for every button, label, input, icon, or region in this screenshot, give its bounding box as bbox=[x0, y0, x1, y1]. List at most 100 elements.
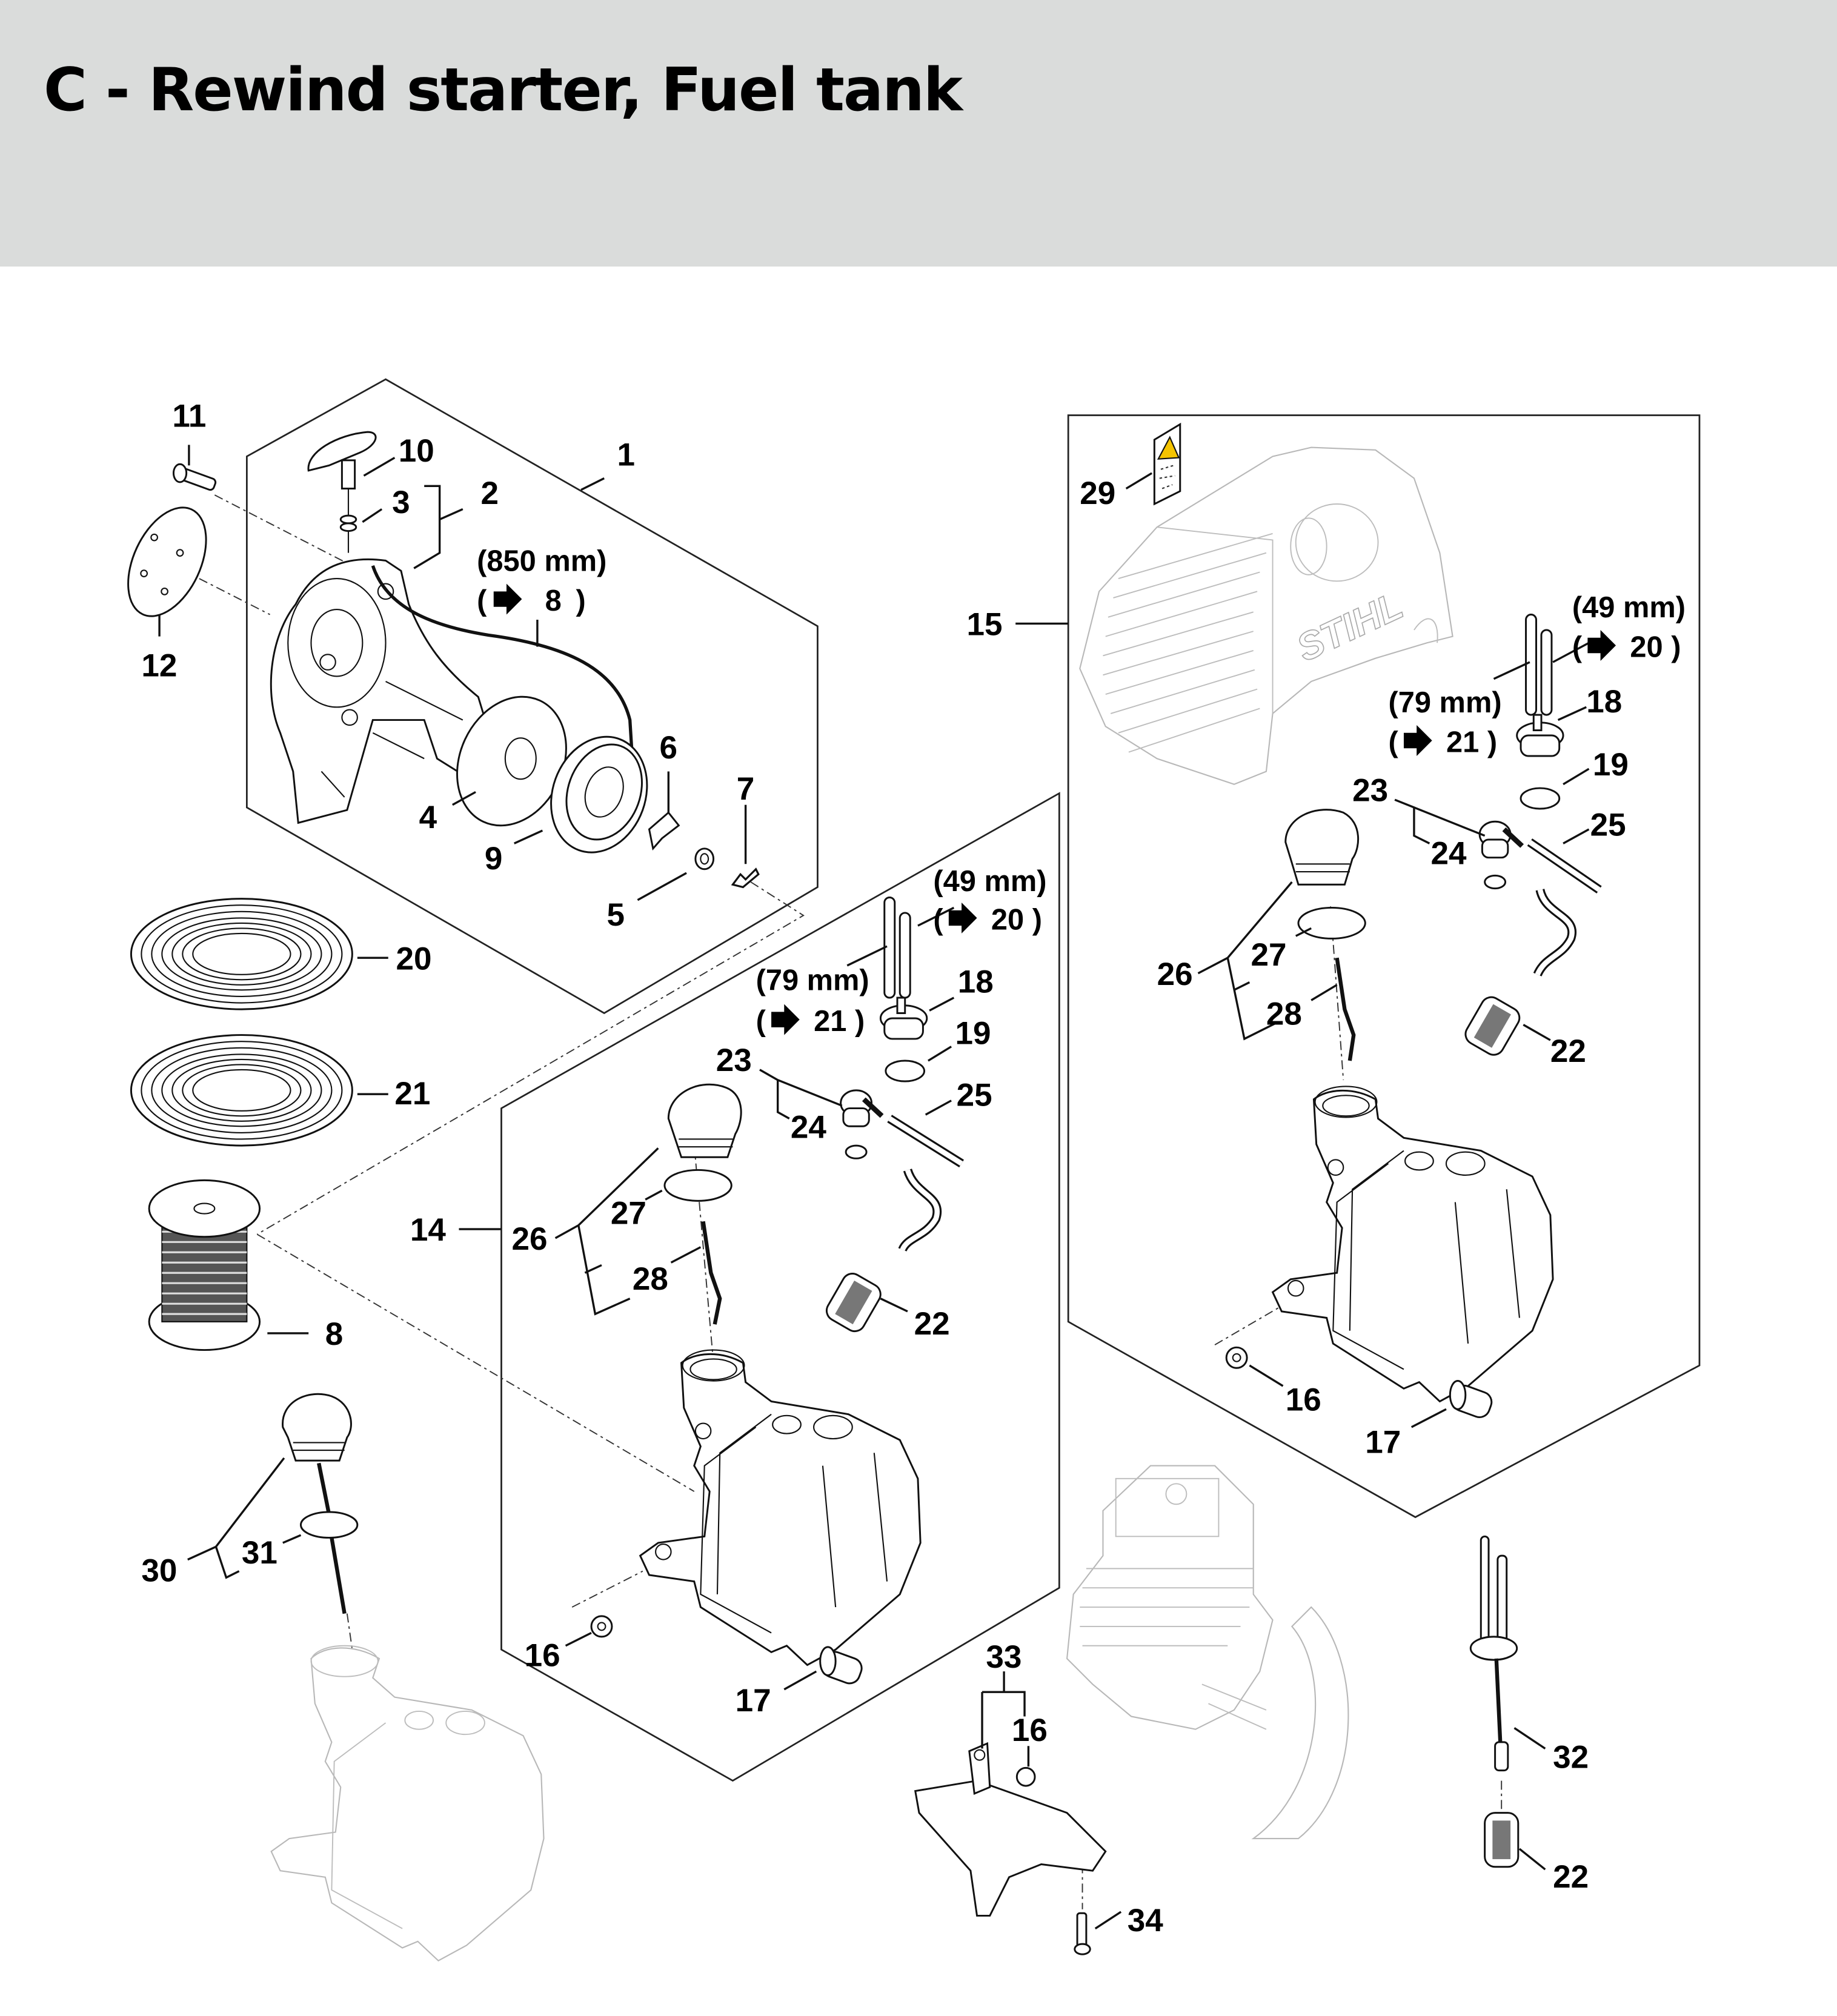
note-hose-short-ref-tank15: ( 20 ) bbox=[1572, 630, 1681, 664]
note-hose-short-ref-number-tank15: 20 bbox=[1630, 631, 1663, 664]
svg-text:): ) bbox=[1032, 904, 1042, 937]
dip-tube-28-tank15 bbox=[1335, 957, 1356, 1061]
callout-33: 33 bbox=[986, 1639, 1021, 1675]
callout-2: 2 bbox=[481, 476, 499, 511]
note-hose-short-length-tank14: (49 mm) bbox=[933, 865, 1046, 898]
callout-24-tank15: 24 bbox=[1431, 835, 1467, 871]
o-ring-19-tank15 bbox=[1520, 787, 1561, 810]
screw-34 bbox=[1074, 1912, 1091, 1955]
plug-17-tank15 bbox=[1449, 1380, 1493, 1419]
callout-14: 14 bbox=[410, 1212, 446, 1248]
callout-25-tank14: 25 bbox=[957, 1077, 992, 1113]
svg-text:(: ( bbox=[477, 585, 487, 617]
callout-16-tank15: 16 bbox=[1286, 1382, 1321, 1418]
svg-text:): ) bbox=[1671, 631, 1681, 664]
note-hose-long-ref-number-tank14: 21 bbox=[814, 1005, 846, 1038]
o-ring-19-tank14 bbox=[885, 1059, 926, 1083]
callout-18-tank15: 18 bbox=[1586, 684, 1622, 720]
rope-rotor-9 bbox=[550, 735, 648, 854]
callout-25-tank15: 25 bbox=[1590, 807, 1626, 843]
hoses-tank15 bbox=[1525, 614, 1553, 716]
arrow-right-icon bbox=[493, 583, 522, 615]
washer-5 bbox=[694, 847, 715, 870]
tank-vent-23-tank14 bbox=[840, 1089, 884, 1127]
callout-21: 21 bbox=[394, 1076, 430, 1112]
hose-25-tank15 bbox=[1527, 838, 1602, 894]
callout-22-lower: 22 bbox=[1553, 1859, 1589, 1895]
note-hose-long-length-tank15: (79 mm) bbox=[1389, 686, 1502, 719]
dash-nut-16-tank15 bbox=[1214, 1303, 1286, 1345]
callout-16-bracket: 16 bbox=[1012, 1713, 1048, 1748]
callout-27-tank14: 27 bbox=[611, 1196, 646, 1232]
fuel-tank-15 bbox=[1271, 1086, 1554, 1403]
callout-6: 6 bbox=[659, 730, 677, 766]
o-ring-24-tank14 bbox=[845, 1144, 868, 1159]
note-hose-short-ref-number-tank14: 20 bbox=[991, 904, 1024, 937]
dip-tube-lower bbox=[330, 1537, 347, 1614]
header-band: C - Rewind starter, Fuel tank bbox=[0, 0, 1837, 267]
callouts-lower-group: 30 31 33 16 34 32 22 bbox=[141, 1535, 1589, 1938]
callout-17-tank14: 17 bbox=[736, 1683, 771, 1719]
dash-disc-to-housing bbox=[199, 578, 271, 615]
leader-lines bbox=[158, 445, 1590, 1930]
callout-1: 1 bbox=[617, 437, 635, 472]
note-hose-long-ref-number-tank15: 21 bbox=[1446, 726, 1479, 759]
callout-34: 34 bbox=[1128, 1903, 1163, 1938]
callout-28-tank14: 28 bbox=[633, 1261, 668, 1297]
callout-7: 7 bbox=[737, 771, 755, 807]
o-ring-27-tank14 bbox=[663, 1169, 732, 1202]
rewind-spring-20 bbox=[130, 898, 353, 1010]
starter-grip-10 bbox=[307, 431, 377, 553]
svg-text:(: ( bbox=[1572, 631, 1583, 664]
hose-25-tank14 bbox=[887, 1115, 965, 1168]
svg-text:): ) bbox=[855, 1005, 865, 1038]
dash-rope-to-tank bbox=[256, 881, 805, 1235]
tank-cap-26-tank14 bbox=[667, 1083, 742, 1158]
callouts-loose-parts: 20 21 8 bbox=[325, 941, 432, 1352]
nut-16-tank15 bbox=[1225, 1346, 1248, 1369]
rewind-spring-21 bbox=[130, 1034, 353, 1147]
callout-22-tank14: 22 bbox=[914, 1306, 950, 1342]
callout-22-tank15: 22 bbox=[1550, 1033, 1586, 1069]
spring-clip-7 bbox=[731, 867, 760, 889]
callout-23-tank14: 23 bbox=[716, 1043, 752, 1078]
note-hose-long-ref-tank14: ( 21 ) bbox=[756, 1004, 865, 1038]
fuel-pickup-fitting-18-tank15 bbox=[1516, 714, 1564, 757]
callout-15: 15 bbox=[967, 606, 1003, 642]
dip-tube-28-tank14 bbox=[701, 1221, 722, 1325]
svg-text:): ) bbox=[1487, 726, 1497, 759]
fuel-pickup-fitting-18-tank14 bbox=[879, 996, 928, 1040]
fan-housing-2 bbox=[270, 558, 497, 824]
note-rope-ref-number: 8 bbox=[545, 585, 562, 617]
callout-27-tank15: 27 bbox=[1251, 937, 1286, 973]
bracket-33 bbox=[914, 1742, 1107, 1917]
warning-triangle-icon bbox=[1157, 436, 1180, 460]
shroud-15: STIHL bbox=[1079, 446, 1453, 785]
plug-17-tank14 bbox=[819, 1646, 863, 1685]
fuel-hose-elbow-tank14 bbox=[898, 1168, 942, 1252]
hoses-tank14 bbox=[883, 896, 911, 999]
fuel-tank-14 bbox=[639, 1349, 922, 1666]
o-ring-27-tank15 bbox=[1297, 906, 1366, 940]
callout-24-tank14: 24 bbox=[791, 1109, 826, 1145]
warning-label-29 bbox=[1153, 422, 1181, 506]
callout-3: 3 bbox=[392, 485, 410, 520]
arrow-right-icon bbox=[1587, 630, 1616, 661]
tank-cap-26-tank15 bbox=[1284, 809, 1360, 886]
callout-23-tank15: 23 bbox=[1352, 772, 1388, 808]
arrow-right-icon bbox=[1403, 725, 1432, 756]
dash-cap-dip-tank14 bbox=[693, 1144, 714, 1363]
fuel-filter-22-tank14 bbox=[825, 1273, 882, 1333]
note-rope-ref: ( 8 ) bbox=[477, 583, 586, 617]
o-ring-31 bbox=[300, 1511, 359, 1539]
spring-plate-4 bbox=[456, 695, 567, 827]
fuel-filter-22-tank15 bbox=[1464, 996, 1521, 1056]
callout-32: 32 bbox=[1553, 1739, 1589, 1775]
engine-reference-ghost bbox=[1066, 1465, 1349, 1840]
tank-cap-30 bbox=[282, 1393, 352, 1515]
callouts-starter-group: 11 10 3 2 1 12 6 7 4 9 5 (850 mm) ( 8 ) bbox=[141, 399, 754, 933]
svg-text:(: ( bbox=[756, 1005, 766, 1038]
tank-vent-23-tank15 bbox=[1478, 820, 1524, 859]
fuel-tank-reference-ghost bbox=[270, 1645, 545, 1962]
